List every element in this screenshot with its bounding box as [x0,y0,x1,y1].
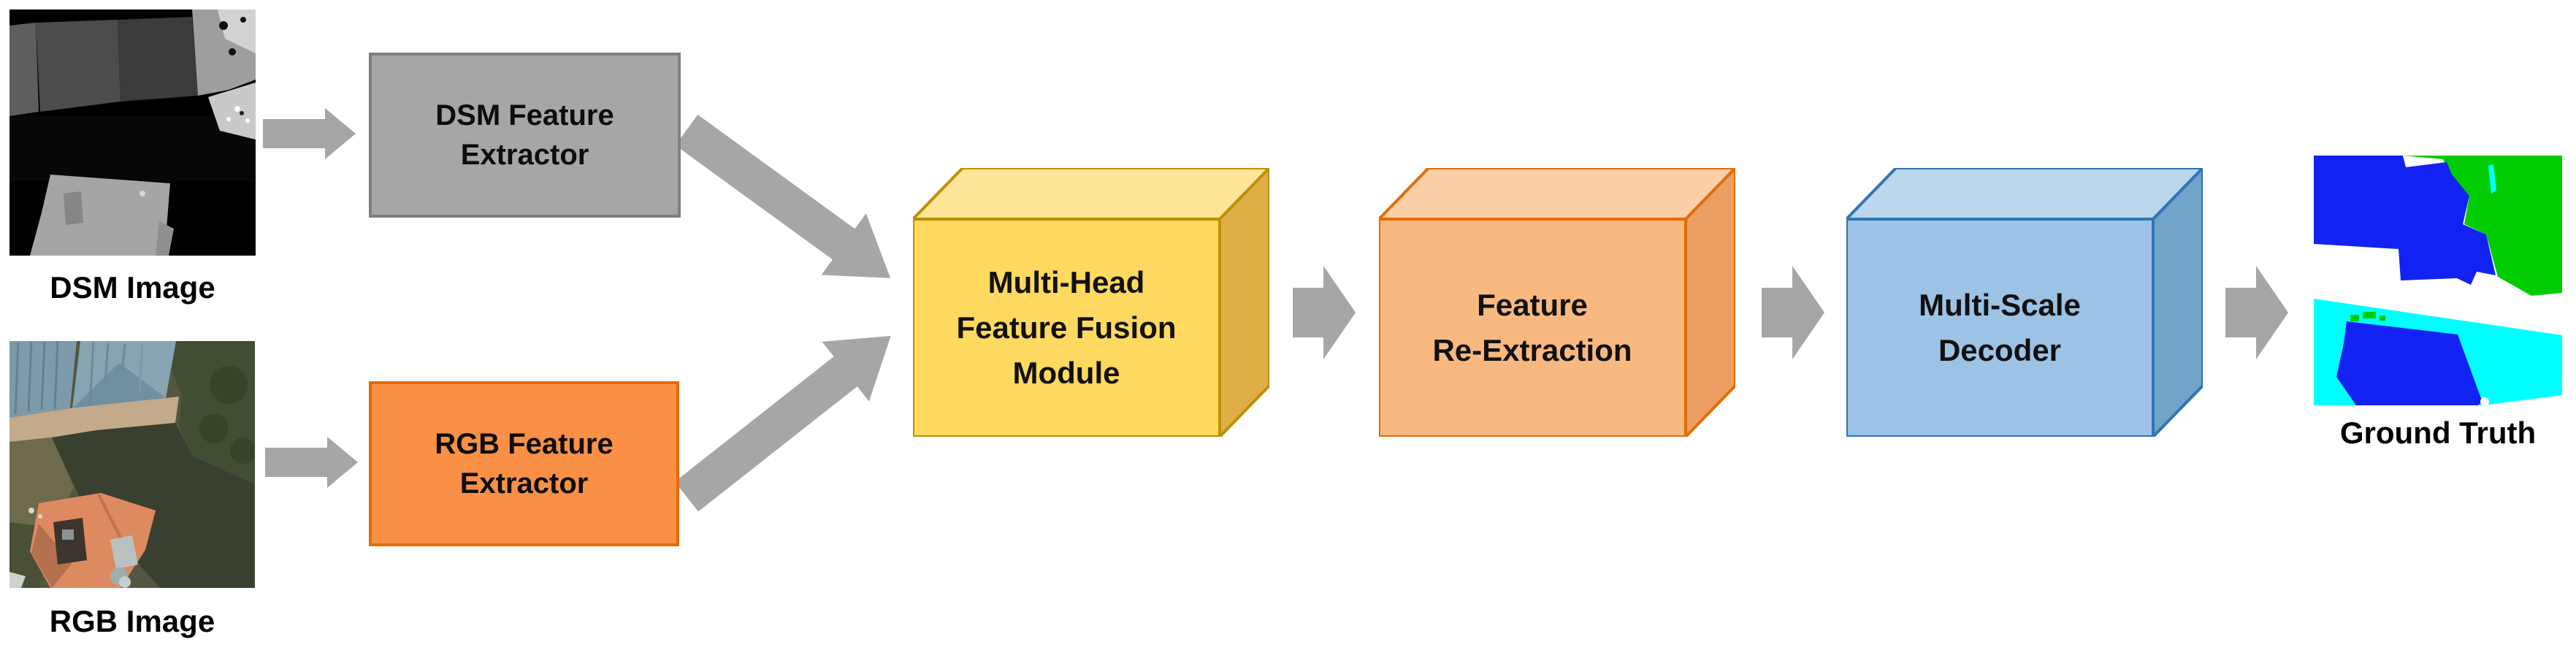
dsm-feature-extractor-label-line1: DSM Feature [435,99,614,131]
arrow-decoder-to-groundtruth [2225,266,2288,359]
arrow-rgb-extractor-to-fusion [674,335,891,512]
reextraction-top-face [1379,168,1735,221]
reextraction-module-box [1379,168,1735,437]
decoder-module-label: Multi-Scale Decoder [1846,219,2153,437]
gt-building-bottom-region [2336,321,2483,405]
fusion-front-face [913,218,1221,437]
dsm-feature-extractor-box: DSM Feature Extractor [369,53,681,218]
decoder-top-face [1846,168,2203,221]
decoder-label-line1: Multi-Scale [1919,288,2081,322]
rgb-feature-extractor-box: RGB Feature Extractor [369,381,679,546]
decoder-front-face [1846,218,2155,437]
dsm-image-thumbnail [9,9,256,256]
reextraction-label-line2: Re-Extraction [1432,333,1632,367]
rgb-feature-extractor-label-line1: RGB Feature [435,428,614,460]
reextraction-front-face [1379,218,1687,437]
rgb-image-caption: RGB Image [49,604,215,638]
arrow-dsm-to-extractor [263,108,356,159]
decoder-module-box [1846,168,2203,437]
ground-truth-thumbnail [2314,156,2562,405]
rgb-image-thumbnail [9,341,255,588]
arrow-reextraction-to-decoder [1762,266,1824,359]
fusion-module-label: Multi-Head Feature Fusion Module [913,219,1220,437]
arrow-fusion-to-reextraction [1293,266,1356,359]
arrow-dsm-extractor-to-fusion [675,114,891,278]
fusion-label-line2: Feature Fusion [956,310,1177,345]
reextraction-label-line1: Feature [1477,288,1588,322]
fusion-label-line1: Multi-Head [987,265,1145,299]
arrow-rgb-to-extractor [265,437,358,488]
reextraction-module-label: Feature Re-Extraction [1379,219,1686,437]
gt-vegetation-region [2403,156,2562,296]
fusion-module-box [913,168,1269,437]
fusion-top-face [913,168,1269,221]
dsm-feature-extractor-label-line2: Extractor [460,139,589,171]
fusion-label-line3: Module [1012,356,1120,390]
gt-cyan-sliver [2488,164,2496,194]
ground-truth-caption: Ground Truth [2339,416,2537,450]
rgb-feature-extractor-label-line2: Extractor [459,467,589,500]
dsm-image-caption: DSM Image [50,270,215,305]
decoder-label-line2: Decoder [1938,333,2062,367]
gt-building-top-region [2314,156,2496,285]
